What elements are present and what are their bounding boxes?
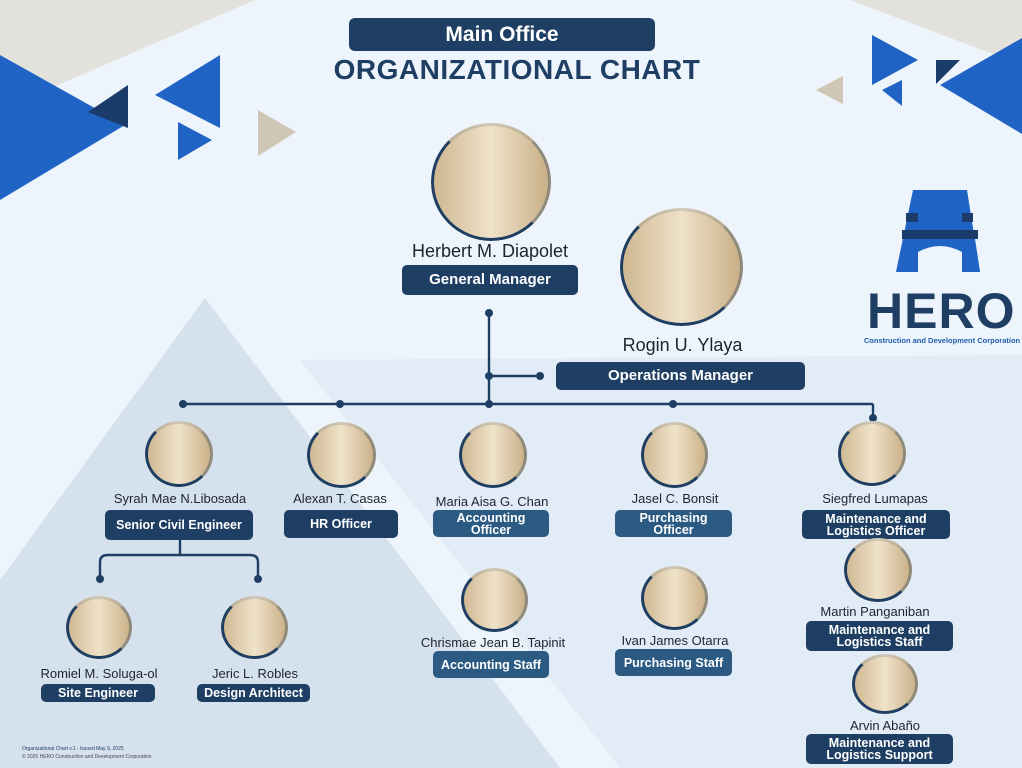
role-acco: Accounting Officer bbox=[433, 510, 549, 537]
footer-copyright: © 2025 HERO Construction and Development… bbox=[22, 754, 152, 760]
role-sce: Senior Civil Engineer bbox=[105, 510, 253, 540]
triangle-tan-2 bbox=[816, 76, 843, 104]
name-se: Romiel M. Soluga-ol bbox=[40, 666, 158, 681]
triangle-navy-2 bbox=[936, 60, 960, 84]
bg-triangle-left bbox=[0, 298, 560, 768]
name-purs: Ivan James Otarra bbox=[621, 633, 729, 648]
avatar-purs bbox=[641, 566, 708, 630]
avatar-mls bbox=[844, 538, 912, 602]
triangle-blue-3 bbox=[178, 122, 212, 160]
name-da: Jeric L. Robles bbox=[212, 666, 298, 681]
avatar-hr bbox=[307, 422, 376, 488]
logo-tagline: Construction and Development Corporation bbox=[863, 336, 1021, 345]
triangle-navy-1 bbox=[88, 85, 128, 128]
corner-tan-right bbox=[850, 0, 1022, 65]
avatar-mlsup bbox=[852, 654, 918, 714]
triangle-blue-4 bbox=[872, 35, 918, 85]
triangle-blue-1 bbox=[0, 55, 125, 200]
name-accs: Chrismae Jean B. Tapinit bbox=[420, 635, 566, 650]
logo-wordmark: HERO bbox=[867, 283, 1015, 339]
name-gm: Herbert M. Diapolet bbox=[411, 241, 569, 261]
role-gm: General Manager bbox=[402, 265, 578, 295]
triangle-blue-6 bbox=[882, 80, 902, 106]
avatar-acco bbox=[459, 422, 527, 488]
role-purs: Purchasing Staff bbox=[615, 649, 732, 676]
triangle-tan-1 bbox=[258, 110, 296, 156]
name-hr: Alexan T. Casas bbox=[293, 491, 387, 506]
role-om: Operations Manager bbox=[556, 362, 805, 390]
avatar-gm bbox=[431, 123, 551, 241]
avatar-se bbox=[66, 596, 132, 659]
name-mlsup: Arvin Abaño bbox=[849, 718, 921, 733]
avatar-sce bbox=[145, 421, 213, 487]
triangle-blue-5 bbox=[940, 38, 1022, 134]
role-se: Site Engineer bbox=[41, 684, 155, 702]
avatar-purco bbox=[641, 422, 708, 488]
avatar-da bbox=[221, 596, 288, 659]
name-mls: Martin Panganiban bbox=[820, 604, 930, 619]
triangle-blue-2 bbox=[155, 55, 220, 128]
name-om: Rogin U. Ylaya bbox=[622, 335, 743, 355]
avatar-mlo bbox=[838, 421, 906, 486]
connector-dots bbox=[96, 309, 877, 583]
role-mlsup: Maintenance and Logistics Support bbox=[806, 734, 953, 764]
role-mls: Maintenance and Logistics Staff bbox=[806, 621, 953, 651]
role-da: Design Architect bbox=[197, 684, 310, 702]
connector-lines bbox=[98, 313, 875, 580]
chart-title: ORGANIZATIONAL CHART bbox=[333, 54, 701, 85]
avatar-accs bbox=[461, 568, 528, 632]
name-purco: Jasel C. Bonsit bbox=[631, 491, 719, 506]
footer-version: Organizational Chart v.1 - Issued May 9,… bbox=[22, 746, 124, 752]
name-sce: Syrah Mae N.Libosada bbox=[113, 491, 247, 506]
role-hr: HR Officer bbox=[284, 510, 398, 538]
role-accs: Accounting Staff bbox=[433, 651, 549, 678]
role-purco: Purchasing Officer bbox=[615, 510, 732, 537]
office-title: Main Office bbox=[349, 18, 655, 51]
name-mlo: Siegfred Lumapas bbox=[822, 491, 928, 506]
corner-tan-left bbox=[0, 0, 255, 110]
logo-mark-icon bbox=[896, 190, 980, 272]
name-acco: Maria Aisa G. Chan bbox=[435, 494, 549, 509]
avatar-om bbox=[620, 208, 743, 326]
role-mlo: Maintenance and Logistics Officer bbox=[802, 510, 950, 539]
